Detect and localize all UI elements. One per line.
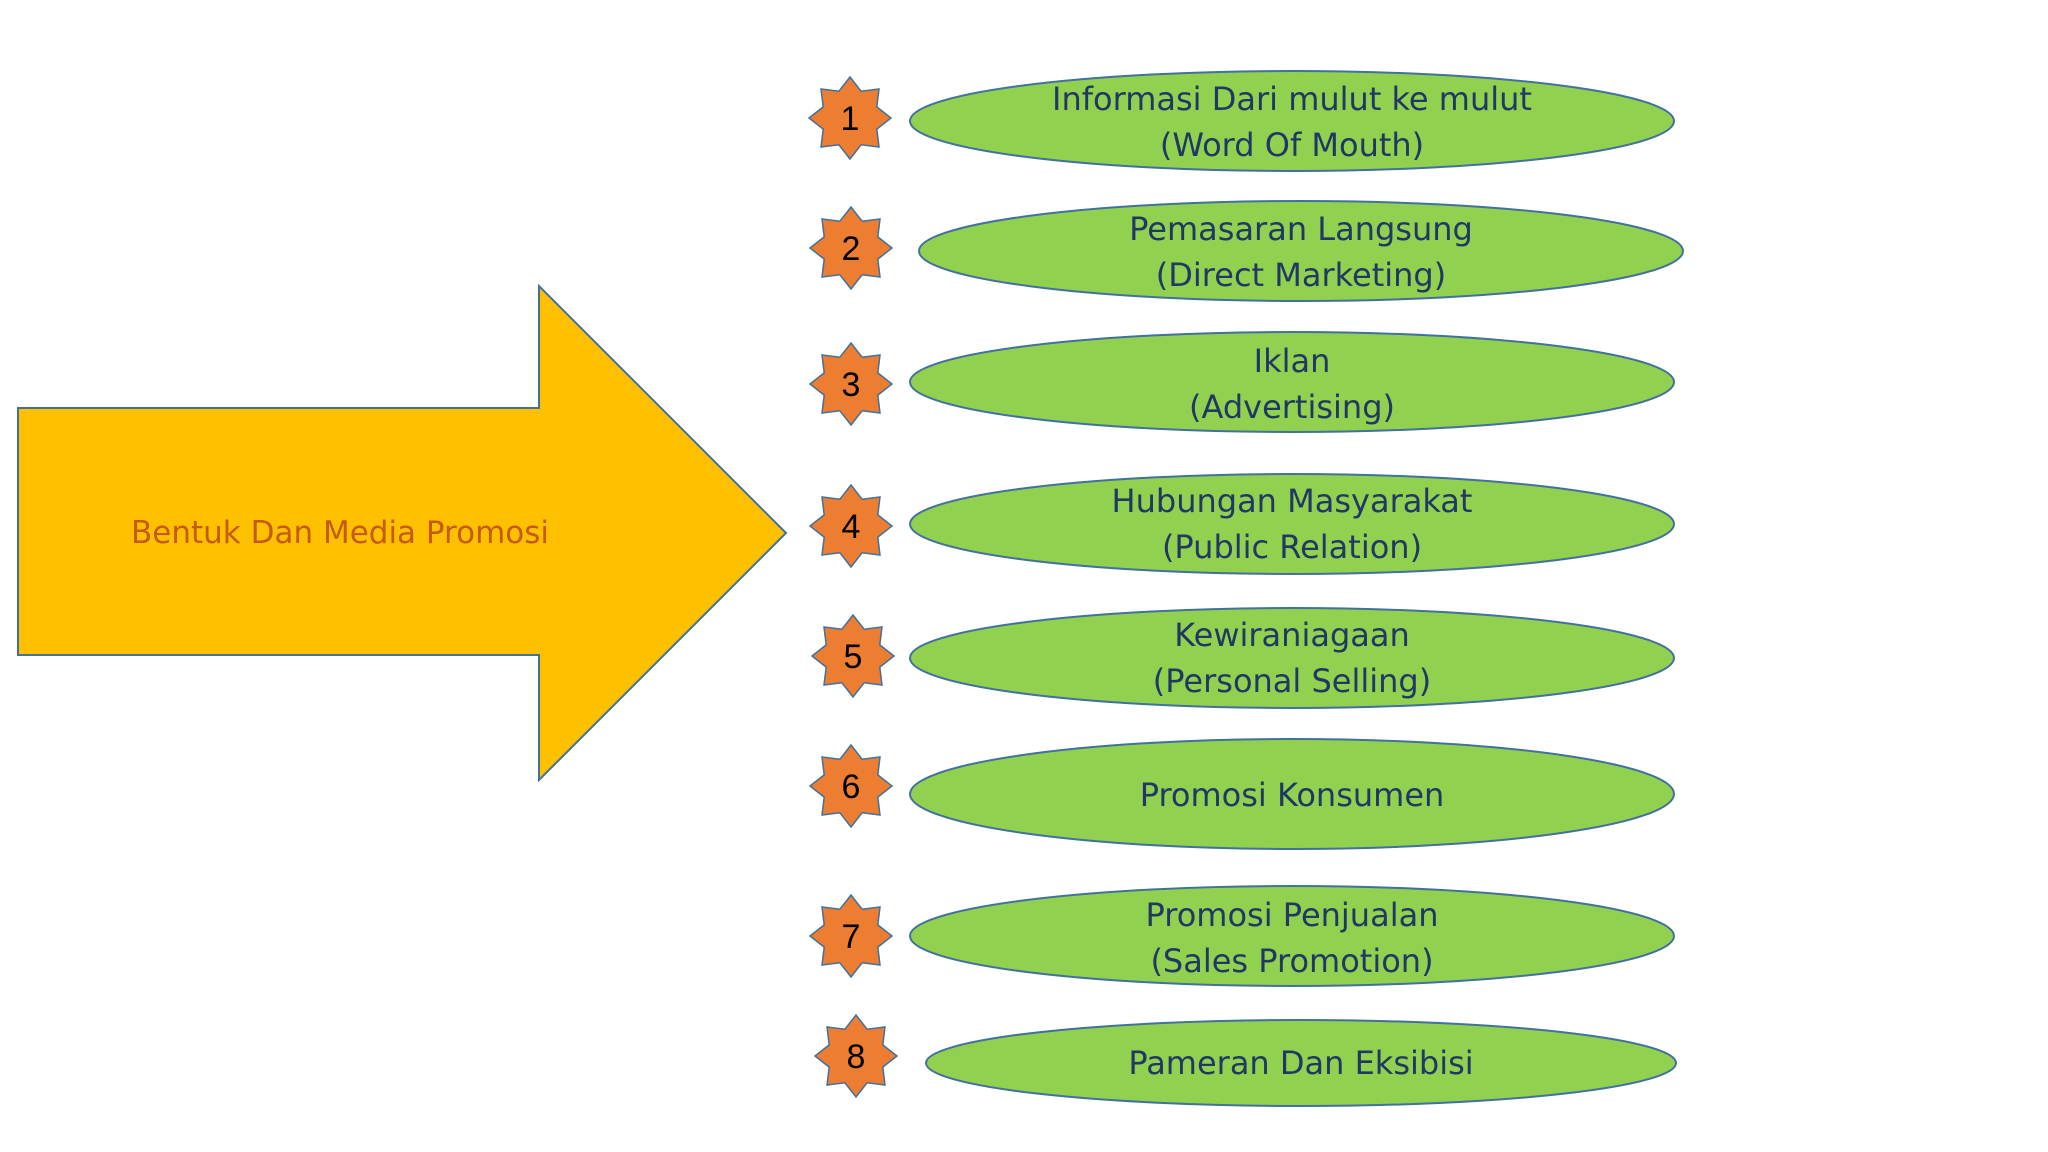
item-label-primary: Hubungan Masyarakat bbox=[1112, 482, 1473, 520]
number-badge-star bbox=[808, 743, 894, 829]
number-badge-label: 7 bbox=[842, 918, 861, 956]
promo-item: 3 Iklan (Advertising) bbox=[808, 331, 1675, 433]
item-label-secondary: (Word Of Mouth) bbox=[1160, 126, 1424, 164]
item-label-secondary: (Sales Promotion) bbox=[1150, 942, 1433, 980]
number-badge-star bbox=[808, 893, 894, 979]
promo-item: 5 Kewiraniagaan (Personal Selling) bbox=[810, 607, 1675, 709]
number-badge-label: 8 bbox=[847, 1038, 866, 1076]
promo-item: 2 Pemasaran Langsung (Direct Marketing) bbox=[808, 200, 1684, 302]
promo-item: 4 Hubungan Masyarakat (Public Relation) bbox=[808, 473, 1675, 575]
number-badge-label: 5 bbox=[844, 638, 863, 676]
number-badge-label: 4 bbox=[842, 508, 861, 546]
item-label-secondary: (Direct Marketing) bbox=[1156, 256, 1446, 294]
promo-item: 1 Informasi Dari mulut ke mulut (Word Of… bbox=[807, 70, 1675, 172]
promo-item: 6 Promosi Konsumen bbox=[808, 738, 1675, 850]
main-arrow-shape bbox=[17, 283, 788, 783]
number-badge-star bbox=[808, 341, 894, 427]
item-ellipse bbox=[909, 738, 1675, 850]
item-ellipse bbox=[925, 1019, 1677, 1107]
item-label-primary: Kewiraniagaan bbox=[1174, 616, 1410, 654]
item-ellipse bbox=[918, 200, 1684, 302]
promo-item: 8 Pameran Dan Eksibisi bbox=[813, 1013, 1677, 1107]
item-ellipse bbox=[909, 331, 1675, 433]
number-badge-star bbox=[808, 205, 894, 291]
item-label-primary: Iklan bbox=[1254, 342, 1331, 380]
item-ellipse bbox=[909, 70, 1675, 172]
item-ellipse bbox=[909, 607, 1675, 709]
item-label-primary: Promosi Konsumen bbox=[1140, 776, 1445, 814]
number-badge-label: 6 bbox=[842, 768, 861, 806]
main-arrow-label: Bentuk Dan Media Promosi bbox=[131, 515, 549, 551]
main-arrow: Bentuk Dan Media Promosi bbox=[17, 283, 788, 783]
number-badge-star bbox=[807, 75, 893, 161]
item-ellipse bbox=[909, 885, 1675, 987]
item-ellipse bbox=[909, 473, 1675, 575]
number-badge-star bbox=[808, 483, 894, 569]
item-label-primary: Informasi Dari mulut ke mulut bbox=[1052, 80, 1532, 118]
number-badge-star bbox=[810, 613, 896, 699]
item-label-primary: Promosi Penjualan bbox=[1146, 896, 1439, 934]
number-badge-star bbox=[813, 1013, 899, 1099]
item-label-primary: Pameran Dan Eksibisi bbox=[1128, 1044, 1473, 1082]
promo-item: 7 Promosi Penjualan (Sales Promotion) bbox=[808, 885, 1675, 987]
item-label-secondary: (Personal Selling) bbox=[1153, 662, 1431, 700]
item-label-secondary: (Advertising) bbox=[1189, 388, 1395, 426]
item-label-primary: Pemasaran Langsung bbox=[1129, 210, 1473, 248]
number-badge-label: 3 bbox=[842, 366, 861, 404]
item-label-secondary: (Public Relation) bbox=[1162, 528, 1422, 566]
number-badge-label: 1 bbox=[841, 100, 860, 138]
number-badge-label: 2 bbox=[842, 230, 861, 268]
